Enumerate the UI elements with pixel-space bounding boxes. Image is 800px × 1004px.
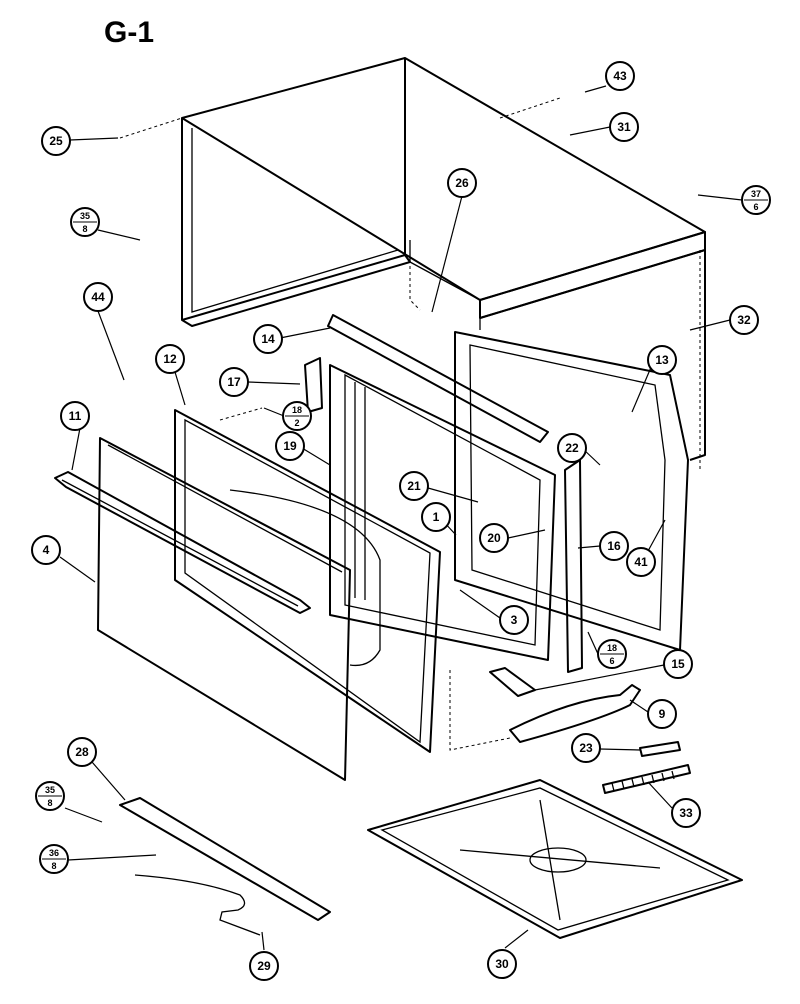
bottom-bracket (119, 797, 331, 936)
svg-text:13: 13 (655, 353, 669, 367)
svg-text:11: 11 (69, 409, 82, 423)
svg-text:23: 23 (579, 741, 593, 755)
callout-15: 15 (663, 649, 693, 679)
callout-17: 17 (219, 367, 249, 397)
callout-28: 28 (67, 737, 97, 767)
svg-text:18: 18 (607, 643, 617, 653)
callout-9: 9 (647, 699, 677, 729)
inner-door-panel (174, 409, 441, 753)
callout-1: 1 (421, 502, 451, 532)
svg-text:17: 17 (227, 375, 241, 389)
callout-33: 33 (671, 798, 701, 828)
svg-text:33: 33 (679, 806, 693, 820)
svg-text:25: 25 (49, 134, 63, 148)
svg-text:36: 36 (49, 848, 59, 858)
svg-text:22: 22 (565, 441, 579, 455)
callout-35-8-top: 35 8 (70, 207, 100, 237)
callout-37-6: 37 6 (741, 185, 771, 215)
svg-text:8: 8 (51, 861, 56, 871)
svg-text:32: 32 (737, 313, 751, 327)
callout-20: 20 (479, 523, 509, 553)
callout-44: 44 (83, 282, 113, 312)
svg-text:28: 28 (75, 745, 89, 759)
svg-text:21: 21 (407, 479, 421, 493)
svg-text:4: 4 (43, 543, 50, 557)
callout-3: 3 (499, 605, 529, 635)
callout-41: 41 (626, 547, 656, 577)
callout-22: 22 (557, 433, 587, 463)
svg-text:6: 6 (609, 656, 614, 666)
svg-text:12: 12 (163, 352, 177, 366)
svg-text:37: 37 (751, 189, 761, 199)
callout-12: 12 (155, 344, 185, 374)
callout-4: 4 (31, 535, 61, 565)
svg-text:31: 31 (617, 120, 631, 134)
callout-43: 43 (605, 61, 635, 91)
svg-text:2: 2 (294, 418, 299, 428)
diagram-title: G-1 (104, 16, 154, 49)
svg-text:35: 35 (45, 785, 55, 795)
svg-text:1: 1 (433, 510, 440, 524)
svg-text:19: 19 (283, 439, 297, 453)
callout-29: 29 (249, 951, 279, 981)
pin (639, 741, 681, 757)
svg-text:30: 30 (495, 957, 509, 971)
spring (602, 764, 691, 794)
svg-text:41: 41 (634, 555, 648, 569)
callout-19: 19 (275, 431, 305, 461)
svg-text:9: 9 (659, 707, 666, 721)
svg-text:15: 15 (671, 657, 685, 671)
door-handle (54, 471, 311, 614)
callout-18-2: 18 2 (282, 401, 312, 431)
assembly-lines (119, 97, 701, 751)
bottom-strip (489, 667, 536, 697)
callout-14: 14 (253, 324, 283, 354)
svg-text:3: 3 (511, 613, 518, 627)
callout-35-8-bottom: 35 8 (35, 781, 65, 811)
svg-text:26: 26 (455, 176, 469, 190)
callout-13: 13 (647, 345, 677, 375)
svg-text:44: 44 (91, 290, 105, 304)
callout-25: 25 (41, 126, 71, 156)
svg-text:14: 14 (261, 332, 275, 346)
svg-text:29: 29 (257, 959, 271, 973)
top-strip (327, 314, 549, 443)
svg-text:6: 6 (753, 202, 758, 212)
callout-36-8: 36 8 (39, 844, 69, 874)
side-rail (564, 459, 583, 673)
outer-cabinet (181, 57, 706, 327)
callout-31: 31 (609, 112, 639, 142)
svg-text:35: 35 (80, 211, 90, 221)
drip-tray (367, 779, 743, 939)
svg-text:8: 8 (47, 798, 52, 808)
svg-text:43: 43 (613, 69, 627, 83)
callout-21: 21 (399, 471, 429, 501)
callout-18-6: 18 6 (597, 639, 627, 669)
callout-26: 26 (447, 168, 477, 198)
callout-32: 32 (729, 305, 759, 335)
hinge-arm (509, 684, 641, 743)
callout-11: 11 (60, 401, 90, 431)
callout-23: 23 (571, 733, 601, 763)
leader-lines (59, 85, 743, 951)
callout-30: 30 (487, 949, 517, 979)
svg-text:8: 8 (82, 224, 87, 234)
svg-text:20: 20 (487, 531, 501, 545)
inner-frame (329, 364, 556, 661)
rear-frame (454, 331, 689, 651)
svg-text:16: 16 (607, 539, 621, 553)
back-panel (479, 249, 706, 461)
bracket (304, 357, 323, 413)
svg-text:18: 18 (292, 405, 302, 415)
callout-16: 16 (599, 531, 629, 561)
outer-door (97, 437, 351, 781)
